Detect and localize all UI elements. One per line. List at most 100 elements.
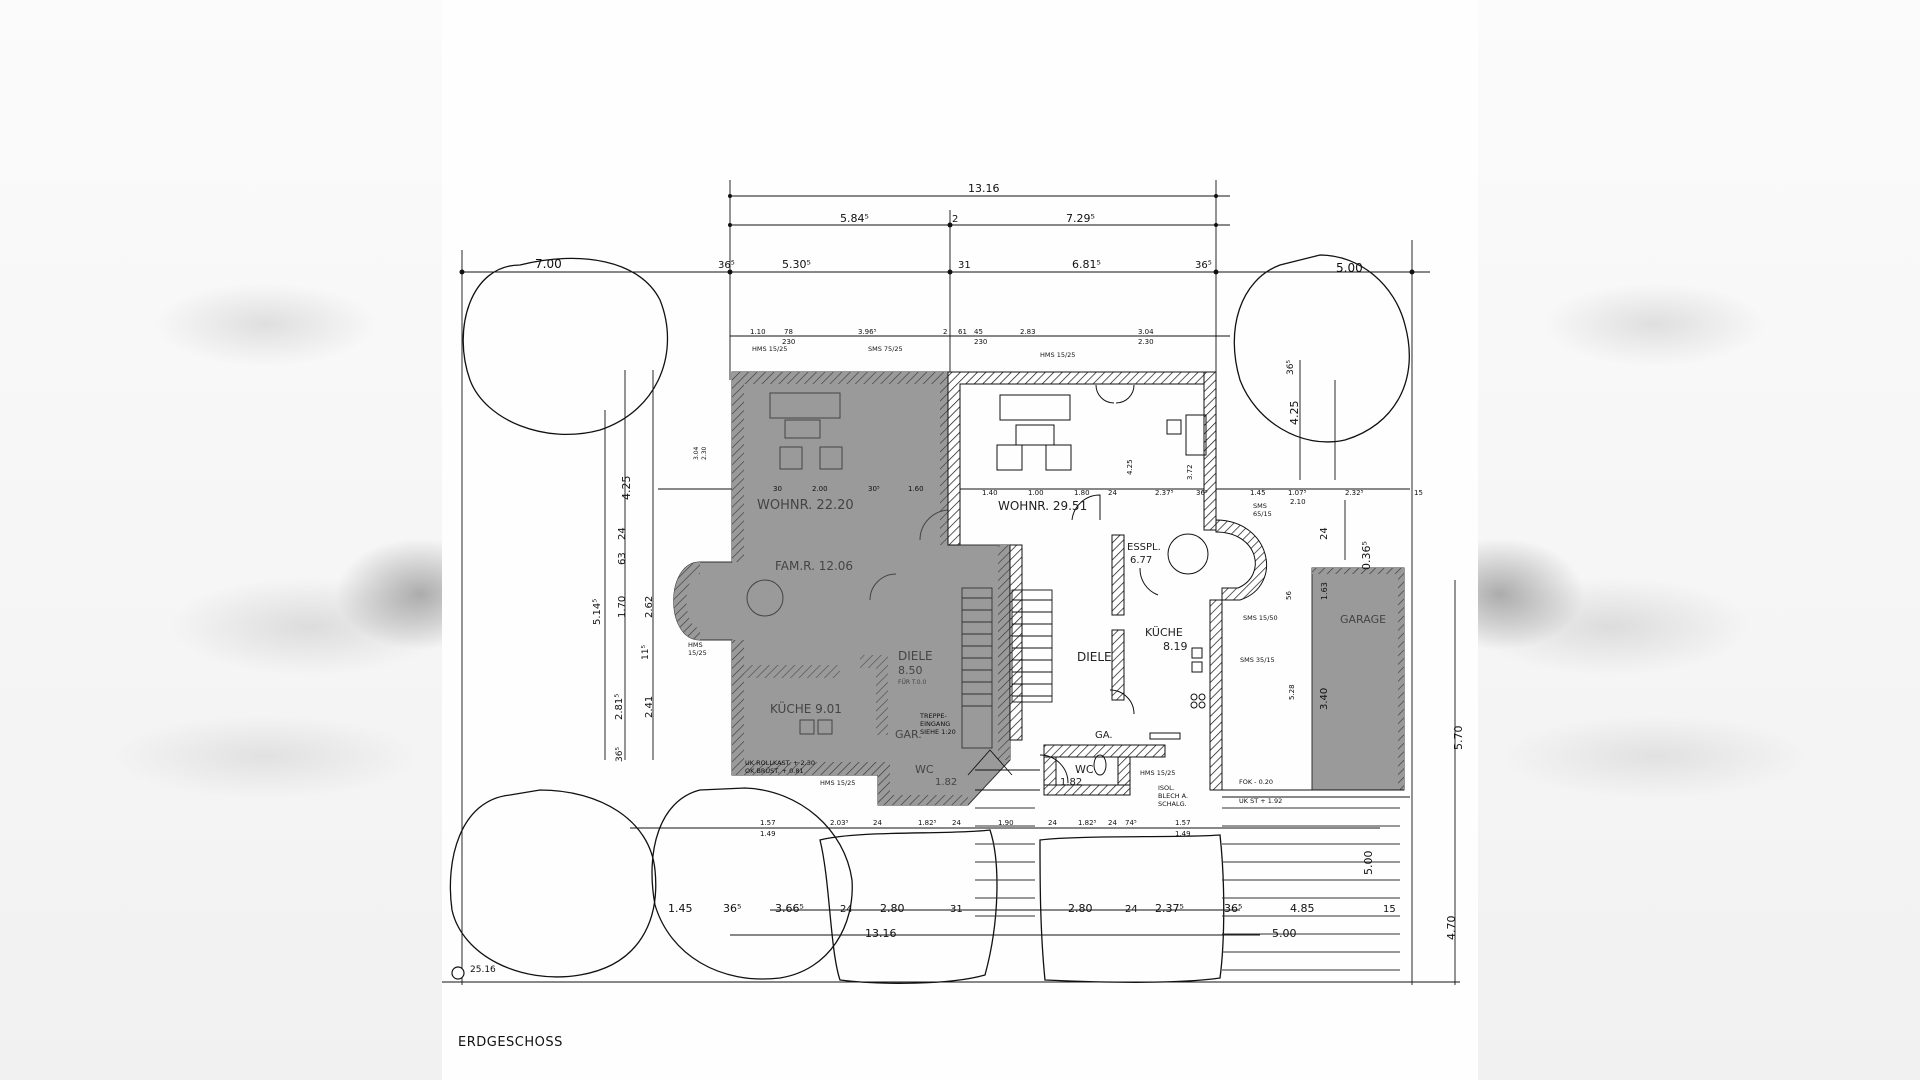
dim-2-37-5: 2.37⁵: [1155, 489, 1174, 497]
dim-2-10: 2.10: [1290, 498, 1306, 506]
shaded-left-wing: [673, 371, 1011, 806]
note-hms-top-right: HMS 15/25: [1040, 351, 1075, 359]
room-label-diele-right: DIELE: [1077, 650, 1112, 664]
note-eingang: EINGANG: [920, 720, 950, 728]
dim-4-25-left: 4.25: [620, 476, 633, 501]
dim-24-b1: 24: [873, 819, 882, 827]
note-siehe: SIEHE 1:20: [920, 728, 956, 736]
dim-230-left: 230: [782, 338, 795, 346]
dim-1-00: 1.00: [1028, 489, 1044, 497]
room-labels: WOHNR. 22.20 FAM.R. 12.06 KÜCHE 9.01 DIE…: [757, 498, 1386, 788]
dim-30-5: 30⁵: [868, 485, 880, 493]
dim-4-85: 4.85: [1290, 902, 1315, 915]
dim-61: 61: [958, 328, 967, 336]
elevation-label: 25.16: [470, 965, 496, 975]
dim-1-90: 1.90: [998, 819, 1014, 827]
dim-1-70: 1.70: [617, 596, 628, 618]
dim-top-right: 7.29⁵: [1066, 212, 1095, 225]
note-sms-75-25: SMS 75/25: [868, 345, 903, 353]
note-isol: ISOL.: [1158, 784, 1175, 792]
elevation-marker: [451, 966, 465, 980]
note-blech: BLECH A.: [1158, 792, 1188, 800]
blurred-background-left: [0, 0, 442, 1080]
dim-24-left: 24: [617, 527, 628, 540]
dim-24: 24: [1108, 489, 1117, 497]
dim-56: 56: [1285, 591, 1293, 600]
dim-1-57-right: 1.57: [1175, 819, 1191, 827]
dimension-ticks: [459, 194, 1415, 275]
dim-top-left: 5.84⁵: [840, 212, 869, 225]
dim-15-bottom: 15: [1383, 904, 1396, 915]
dim-1-57-left: 1.57: [760, 819, 776, 827]
note-hms-top: HMS 15/25: [752, 345, 787, 353]
dim-4-70: 4.70: [1445, 916, 1458, 941]
dim-2-81-5: 2.81⁵: [614, 694, 625, 720]
paving-outline: [1039, 834, 1225, 984]
dim-2-37-5-bottom: 2.37⁵: [1155, 902, 1184, 915]
dim-78: 78: [784, 328, 793, 336]
dim-2-80-right: 2.80: [1068, 902, 1093, 915]
dim-74-5: 74⁵: [1125, 819, 1137, 827]
dim-13-16-bottom: 13.16: [865, 927, 897, 940]
drawing-title: ERDGESCHOSS: [458, 1035, 563, 1050]
room-area-esspl: 6.77: [1130, 555, 1152, 566]
dim-4-25-inner: 4.25: [1126, 459, 1134, 475]
dim-2-80-left: 2.80: [880, 902, 905, 915]
dim-1-45-right: 1.45: [1250, 489, 1266, 497]
tree-icon: [651, 787, 853, 980]
dimension-lines: [442, 180, 1460, 985]
room-label-kueche-right: KÜCHE: [1145, 626, 1183, 639]
furniture: [996, 384, 1209, 784]
dim-1-07-5: 1.07⁵: [1288, 489, 1307, 497]
dim-2-62: 2.62: [644, 596, 655, 618]
dim-31-bottom: 31: [950, 904, 963, 915]
dim-1-60: 1.60: [908, 485, 924, 493]
dim-2-41: 2.41: [644, 696, 655, 718]
dim-1-82-5-right: 1.82⁵: [1078, 819, 1097, 827]
room-area-wc-left: 1.82: [935, 777, 957, 788]
stair-left: [961, 587, 993, 749]
tree-icon: [449, 789, 657, 978]
dim-5-00-vert: 5.00: [1362, 851, 1375, 876]
dim-15-right: 15: [1414, 489, 1423, 497]
tree-icon: [1233, 254, 1410, 443]
dim-5-70: 5.70: [1452, 726, 1465, 751]
dim-5-00-bottom: 5.00: [1272, 927, 1297, 940]
tree-icon: [462, 257, 668, 435]
room-label-wohnr-left: WOHNR. 22.20: [757, 498, 854, 513]
dim-36-5-b: 36⁵: [723, 902, 741, 915]
dim-5-00-top: 5.00: [1336, 261, 1363, 275]
room-label-esspl: ESSPL.: [1127, 542, 1161, 553]
note-sms-35-15: SMS 35/15: [1240, 656, 1275, 664]
dim-36-5-b2: 36⁵: [1224, 902, 1242, 915]
dim-3-96-5: 3.96⁵: [858, 328, 877, 336]
dim-30: 30: [773, 485, 782, 493]
dim-1-40: 1.40: [982, 489, 998, 497]
room-label-wc-left: WC: [915, 763, 934, 776]
dim-3-04: 3.04: [1138, 328, 1154, 336]
paving-outline: [819, 829, 998, 984]
dim-3-66-5: 3.66⁵: [775, 902, 804, 915]
stair-right: [1011, 589, 1053, 703]
dim-24-b4: 24: [1108, 819, 1117, 827]
dim-36-5-inner: 36⁵: [1196, 489, 1208, 497]
dim-4-25-right: 4.25: [1288, 401, 1301, 426]
dim-5-30-5: 5.30⁵: [782, 258, 811, 271]
note-sms-15-50: SMS 15/50: [1243, 614, 1278, 622]
dim-24-b2: 24: [952, 819, 961, 827]
note-fok: FOK - 0.20: [1239, 778, 1273, 786]
drawing-sheet: WOHNR. 22.20 FAM.R. 12.06 KÜCHE 9.01 DIE…: [442, 0, 1478, 1080]
room-note-diele-left: FÜR T.0.0: [898, 679, 927, 686]
dim-1-80: 1.80: [1074, 489, 1090, 497]
dim-1-45-bottom: 1.45: [668, 902, 693, 915]
dimension-labels: 13.16 5.84⁵ 2 7.29⁵ 7.00 36⁵ 5.30⁵ 31 6.…: [535, 182, 1465, 940]
note-sms: SMS: [1253, 502, 1267, 510]
dim-45: 45: [974, 328, 983, 336]
dim-230-mid: 230: [974, 338, 987, 346]
dim-top-mid: 2: [952, 214, 958, 225]
dim-2-30: 2.30: [1138, 338, 1154, 346]
dim-63: 63: [617, 552, 628, 565]
dim-2-32-5: 2.32⁵: [1345, 489, 1364, 497]
dim-0-36-5: 0.36⁵: [1360, 541, 1373, 570]
room-label-diele-left: DIELE: [898, 649, 933, 663]
